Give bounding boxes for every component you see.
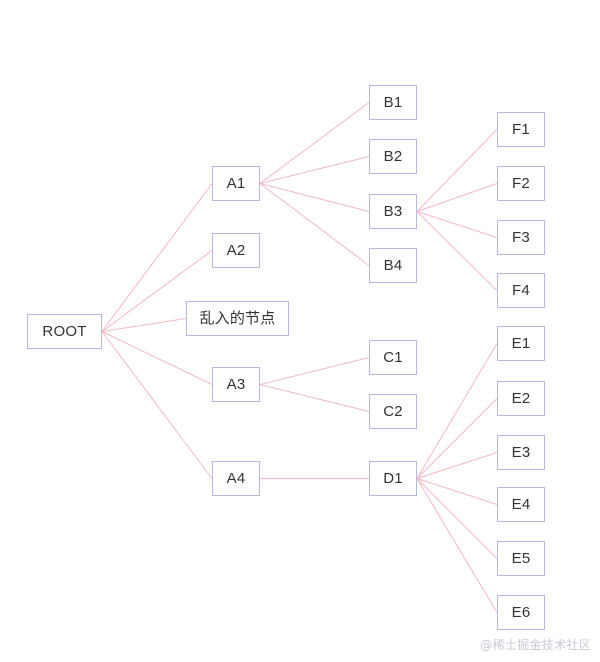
tree-node-label: E1 [511,335,531,352]
tree-node-f2[interactable]: F2 [497,166,545,201]
tree-node-a1[interactable]: A1 [212,166,260,201]
tree-node-e1[interactable]: E1 [497,326,545,361]
tree-node-label: B3 [383,203,403,220]
tree-node-label: F2 [512,175,530,192]
tree-node-label: E2 [511,390,531,407]
tree-node-label: E3 [511,444,531,461]
tree-node-c1[interactable]: C1 [369,340,417,375]
tree-node-f4[interactable]: F4 [497,273,545,308]
tree-node-label: C2 [383,403,403,420]
tree-node-label: F4 [512,282,530,299]
tree-node-f3[interactable]: F3 [497,220,545,255]
tree-node-a2[interactable]: A2 [212,233,260,268]
tree-node-stray[interactable]: 乱入的节点 [186,301,289,336]
tree-node-e3[interactable]: E3 [497,435,545,470]
tree-node-label: A2 [226,242,246,259]
tree-node-label: 乱入的节点 [199,309,276,327]
tree-node-c2[interactable]: C2 [369,394,417,429]
tree-node-label: B1 [383,94,403,111]
tree-node-label: F3 [512,229,530,246]
tree-node-label: E6 [511,604,531,621]
tree-node-e2[interactable]: E2 [497,381,545,416]
tree-node-label: B2 [383,148,403,165]
tree-node-label: E5 [511,550,531,567]
tree-node-e5[interactable]: E5 [497,541,545,576]
tree-node-a3[interactable]: A3 [212,367,260,402]
tree-node-b2[interactable]: B2 [369,139,417,174]
tree-node-e6[interactable]: E6 [497,595,545,630]
tree-node-label: B4 [383,257,403,274]
tree-node-label: A1 [226,175,246,192]
tree-node-b1[interactable]: B1 [369,85,417,120]
tree-node-b3[interactable]: B3 [369,194,417,229]
tree-node-label: A4 [226,470,246,487]
tree-node-b4[interactable]: B4 [369,248,417,283]
tree-node-label: C1 [383,349,403,366]
tree-node-label: A3 [226,376,246,393]
tree-node-label: D1 [383,470,403,487]
tree-node-a4[interactable]: A4 [212,461,260,496]
tree-node-root[interactable]: ROOT [27,314,102,349]
tree-node-label: E4 [511,496,531,513]
tree-node-f1[interactable]: F1 [497,112,545,147]
tree-node-label: ROOT [42,323,87,340]
tree-node-label: F1 [512,121,530,138]
tree-node-e4[interactable]: E4 [497,487,545,522]
watermark: @稀土掘金技术社区 [480,638,591,652]
tree-node-d1[interactable]: D1 [369,461,417,496]
